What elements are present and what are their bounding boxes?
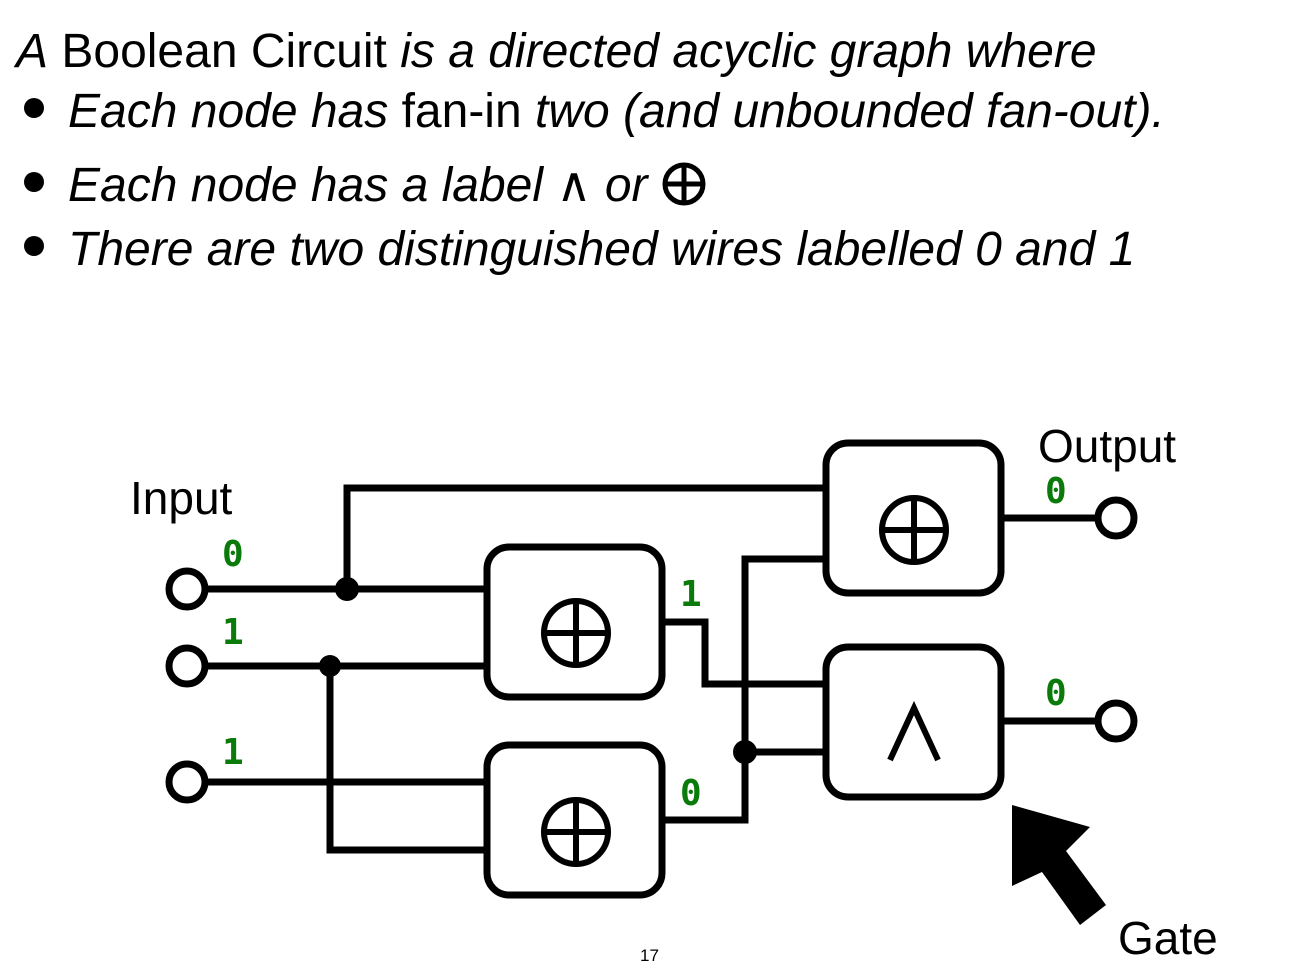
bullet-2: Each node has a label ∧ or xyxy=(68,158,707,214)
value-input-top: 0 xyxy=(222,534,244,575)
terminals xyxy=(165,496,1138,804)
bullet-3-text: There are two distinguished wires labell… xyxy=(68,223,1136,276)
bullet-3: There are two distinguished wires labell… xyxy=(68,222,1135,278)
bullet-dot xyxy=(24,236,44,256)
value-output-top: 0 xyxy=(1045,471,1067,512)
input-terminal-bottom xyxy=(165,760,209,804)
xor-icon xyxy=(541,598,611,668)
xor-icon xyxy=(879,495,949,565)
bullet-dot xyxy=(24,172,44,192)
page-number: 17 xyxy=(640,946,659,965)
junction-dot xyxy=(335,577,359,601)
gate-xor-bottom xyxy=(483,741,666,899)
wire-values: 0 1 1 1 0 0 0 xyxy=(222,471,1067,814)
wire-xor-bottom-out xyxy=(662,555,826,824)
bullet-1: Each node has fan-in two (and unbounded … xyxy=(68,84,1165,140)
value-xor-bottom-out: 0 xyxy=(680,773,702,814)
oplus-icon xyxy=(662,162,706,206)
junction-dot xyxy=(319,655,341,677)
gate-xor-top xyxy=(822,439,1005,597)
wire-branch-top xyxy=(343,484,826,589)
value-input-mid: 1 xyxy=(222,612,244,653)
input-terminal-mid xyxy=(165,644,209,688)
bullet-1-part-c: two (and unbounded fan-out). xyxy=(521,85,1165,138)
arrow-icon xyxy=(1012,805,1106,925)
output-terminal-bottom xyxy=(1094,699,1138,743)
bullet-1-part-a: Each node has xyxy=(68,85,402,138)
value-output-bottom: 0 xyxy=(1045,673,1067,714)
wire-xor-mid-out xyxy=(662,618,826,688)
value-xor-mid-out: 1 xyxy=(680,574,702,615)
gate-xor-middle xyxy=(483,543,666,701)
gate-and xyxy=(822,643,1005,801)
heading-term: Boolean Circuit xyxy=(48,25,401,78)
output-label: Output xyxy=(1038,420,1176,472)
value-input-bottom: 1 xyxy=(222,732,244,773)
xor-icon xyxy=(541,797,611,867)
and-icon xyxy=(887,700,941,762)
heading-rest: is a directed acyclic graph where xyxy=(400,25,1097,78)
output-terminal-top xyxy=(1094,496,1138,540)
bullet-dot xyxy=(24,98,44,118)
bullet-2-text: Each node has a label ∧ or xyxy=(68,159,661,212)
bullet-1-part-b: fan-in xyxy=(401,85,522,138)
junction-dot xyxy=(733,740,757,764)
heading-prefix: A xyxy=(16,25,49,78)
gate-label: Gate xyxy=(1118,912,1218,964)
input-terminal-top xyxy=(165,567,209,611)
input-label: Input xyxy=(130,472,233,524)
wires xyxy=(208,484,1098,854)
heading-line: A Boolean Circuit is a directed acyclic … xyxy=(16,24,1097,80)
wire-branch-mid xyxy=(326,666,487,854)
